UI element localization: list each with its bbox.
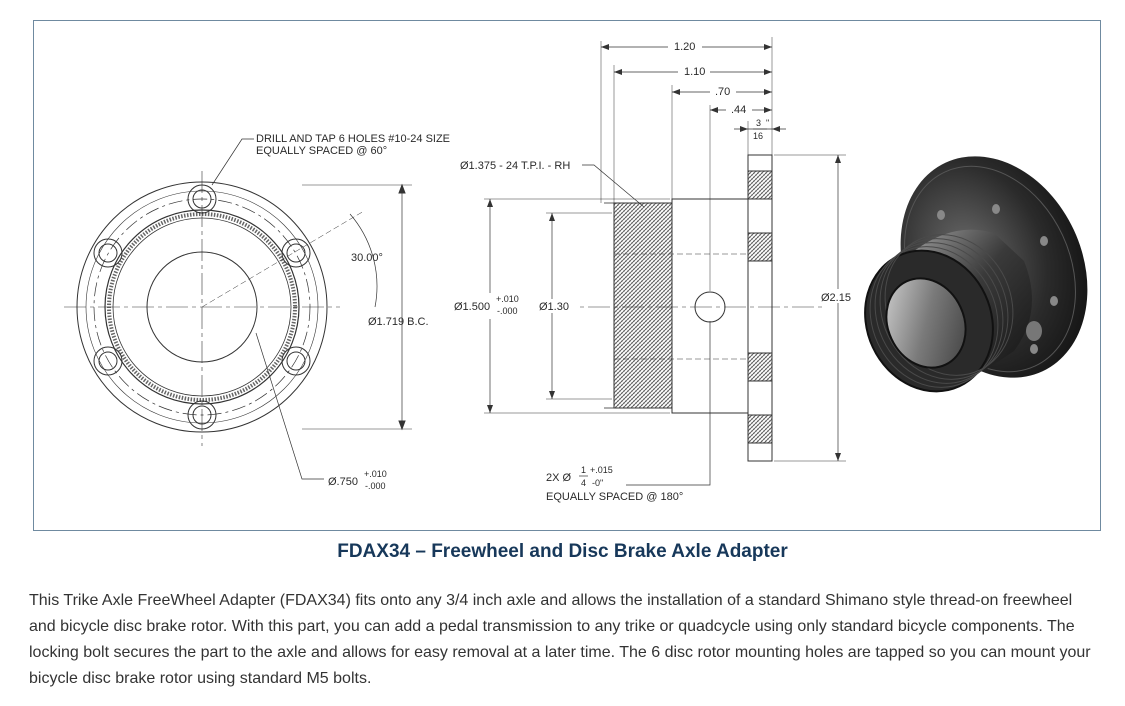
hole-size-denominator: 4	[581, 478, 586, 488]
technical-drawing: DRILL AND TAP 6 HOLES #10-24 SIZE EQUALL…	[64, 37, 1088, 503]
dim-overall-label: 1.20	[674, 41, 695, 53]
drill-note-line1: DRILL AND TAP 6 HOLES #10-24 SIZE	[256, 133, 450, 145]
bore-tol-plus: +.010	[364, 469, 387, 479]
dia-1-500-tol-minus: -.000	[497, 306, 518, 316]
angle-label: 30.00°	[351, 252, 383, 264]
bore-dia-label: Ø.750	[328, 476, 358, 488]
product-description: This Trike Axle FreeWheel Adapter (FDAX3…	[29, 592, 1091, 687]
dia-1-30-label: Ø1.30	[539, 301, 569, 313]
isometric-render	[864, 156, 1088, 393]
hole-note: EQUALLY SPACED @ 180°	[546, 491, 683, 503]
thread-note: Ø1.375 - 24 T.P.I. - RH	[460, 160, 570, 172]
flange-thickness-numerator: 3	[756, 118, 761, 128]
dia-1-500-tol-plus: +.010	[496, 294, 519, 304]
dim-0-70-label: .70	[715, 86, 730, 98]
flange-thickness-denominator: 16	[753, 131, 763, 141]
hole-tol-minus: -0"	[592, 478, 603, 488]
bolt-holes	[93, 184, 311, 430]
side-view	[484, 37, 846, 486]
dia-1-500-label: Ø1.500	[454, 301, 490, 313]
front-view	[64, 138, 412, 480]
bore-tol-minus: -.000	[365, 481, 386, 491]
dia-2-15-label: Ø2.15	[821, 292, 851, 304]
hole-size-numerator: 1	[581, 465, 586, 475]
flange-thickness-unit: "	[766, 118, 769, 128]
dim-0-44-label: .44	[731, 104, 746, 116]
drill-note-line2: EQUALLY SPACED @ 60°	[256, 145, 387, 157]
hole-prefix: 2X Ø	[546, 472, 572, 484]
bolt-circle-label: Ø1.719 B.C.	[368, 316, 429, 328]
side-view-labels: 1.20 1.10 .70 .44 3 16 " Ø1.375 - 24 T.P…	[452, 39, 858, 503]
front-view-labels: DRILL AND TAP 6 HOLES #10-24 SIZE EQUALL…	[256, 133, 450, 491]
figure-caption: FDAX34 – Freewheel and Disc Brake Axle A…	[337, 541, 788, 562]
technical-drawing-frame: DRILL AND TAP 6 HOLES #10-24 SIZE EQUALL…	[33, 20, 1101, 531]
dim-1-10-label: 1.10	[684, 66, 705, 78]
hole-tol-plus: +.015	[590, 465, 613, 475]
